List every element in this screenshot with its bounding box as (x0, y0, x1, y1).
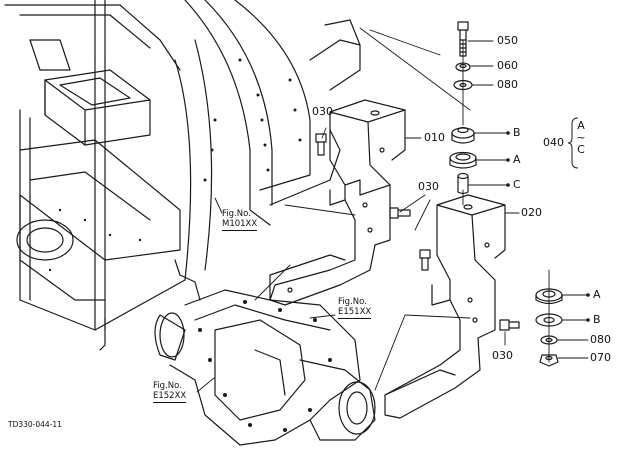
label-070: 070 (590, 351, 611, 364)
fig-ref-e151-line2: E151XX (338, 307, 372, 319)
label-080-bottom: 080 (590, 333, 611, 346)
fig-ref-e151-line1: Fig.No. (338, 297, 367, 307)
bracket-020-art (384, 194, 506, 419)
part-leader-lines (321, 40, 589, 359)
label-b-top: B (513, 126, 521, 139)
fig-ref-m101-line1: Fig.No. (222, 209, 251, 219)
label-030-bottom: 030 (492, 349, 513, 362)
group-040-brace: A ~ C (574, 120, 588, 156)
group-040-top: A (577, 119, 585, 132)
drawing-code: TD330-044-11 (8, 420, 62, 429)
label-a-top: A (513, 153, 521, 166)
fig-ref-m101-line2: M101XX (222, 219, 258, 231)
collar-c-art (457, 172, 469, 195)
assembly-lines (254, 27, 550, 391)
bolt-030-lower-left-art (419, 249, 431, 271)
fig-ref-e152: Fig.No. E152XX (153, 381, 187, 403)
bolt-030-mid-art (389, 207, 411, 219)
fig-ref-e152-line2: E152XX (153, 391, 187, 403)
axle-housing-art (154, 289, 376, 446)
spring-washer-060-art (455, 62, 471, 72)
group-040-tilde: ~ (576, 131, 586, 144)
fig-ref-e152-line1: Fig.No. (153, 381, 182, 391)
label-010: 010 (424, 131, 445, 144)
bolt-030-left-art (315, 133, 327, 156)
leader-dots (506, 131, 590, 322)
fig-ref-m101: Fig.No. M101XX (222, 209, 258, 231)
nut-070-art (539, 354, 559, 367)
label-b-bottom: B (593, 313, 601, 326)
label-040: 040 (543, 136, 564, 149)
label-030-mid: 030 (418, 180, 439, 193)
label-a-bottom: A (593, 288, 601, 301)
bolt-050-art (457, 21, 469, 57)
label-080-top: 080 (497, 78, 518, 91)
fig-ref-e151: Fig.No. E151XX (338, 297, 372, 319)
label-050: 050 (497, 34, 518, 47)
label-030-left: 030 (312, 105, 333, 118)
cushion-a-top-art (449, 151, 477, 169)
label-020: 020 (521, 206, 542, 219)
label-c-top: C (513, 178, 521, 191)
bolt-030-bottom-art (499, 319, 520, 331)
group-040-bottom: C (577, 143, 585, 156)
label-060: 060 (497, 59, 518, 72)
bracket-010-art (269, 99, 406, 306)
tractor-frame-art (4, 0, 361, 351)
